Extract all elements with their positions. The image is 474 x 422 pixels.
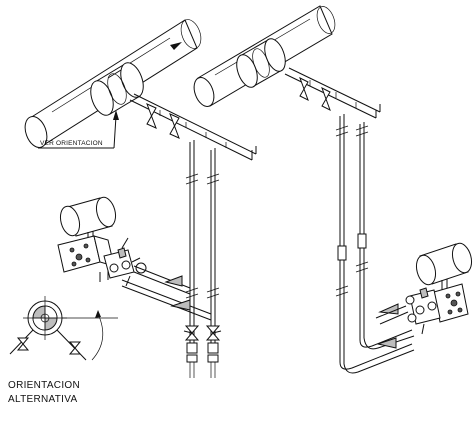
left-transmitter-housing (59, 196, 117, 244)
ver-orientacion-label: VER ORIENTACION (40, 140, 103, 147)
right-orifice-flange (236, 38, 286, 88)
orientation-detail: ORIENTACION ALTERNATIVA (8, 296, 118, 405)
left-drain-tees (186, 342, 219, 363)
left-orifice-flange (90, 62, 144, 116)
right-tapping-lines (284, 67, 381, 119)
left-tapping-lines (129, 93, 257, 161)
left-three-valve-manifold (103, 237, 147, 287)
left-transmitter-body (57, 235, 115, 273)
right-three-valve-manifold (405, 287, 441, 335)
flow-arrow-icon (170, 42, 182, 50)
left-root-valve-1 (146, 103, 157, 129)
left-sloped-lines-to-transmitter (121, 265, 212, 321)
left-root-valve-2 (169, 113, 180, 139)
leader-arrow-icon (113, 110, 119, 120)
right-root-valve-2 (321, 86, 331, 112)
orientacion-label: ORIENTACION (8, 380, 80, 391)
left-vertical-impulse-lines (185, 140, 220, 378)
alternativa-label: ALTERNATIVA (8, 394, 77, 405)
right-root-valve-1 (299, 76, 309, 102)
left-drain-valve-2 (205, 325, 222, 341)
left-transmitter-bracket (99, 270, 109, 282)
left-drain-valve-1 (183, 325, 200, 341)
ver-orientacion-callout: VER ORIENTACION (38, 110, 119, 149)
right-transmitter-housing (415, 242, 473, 292)
right-vertical-impulse-lines (335, 114, 415, 374)
